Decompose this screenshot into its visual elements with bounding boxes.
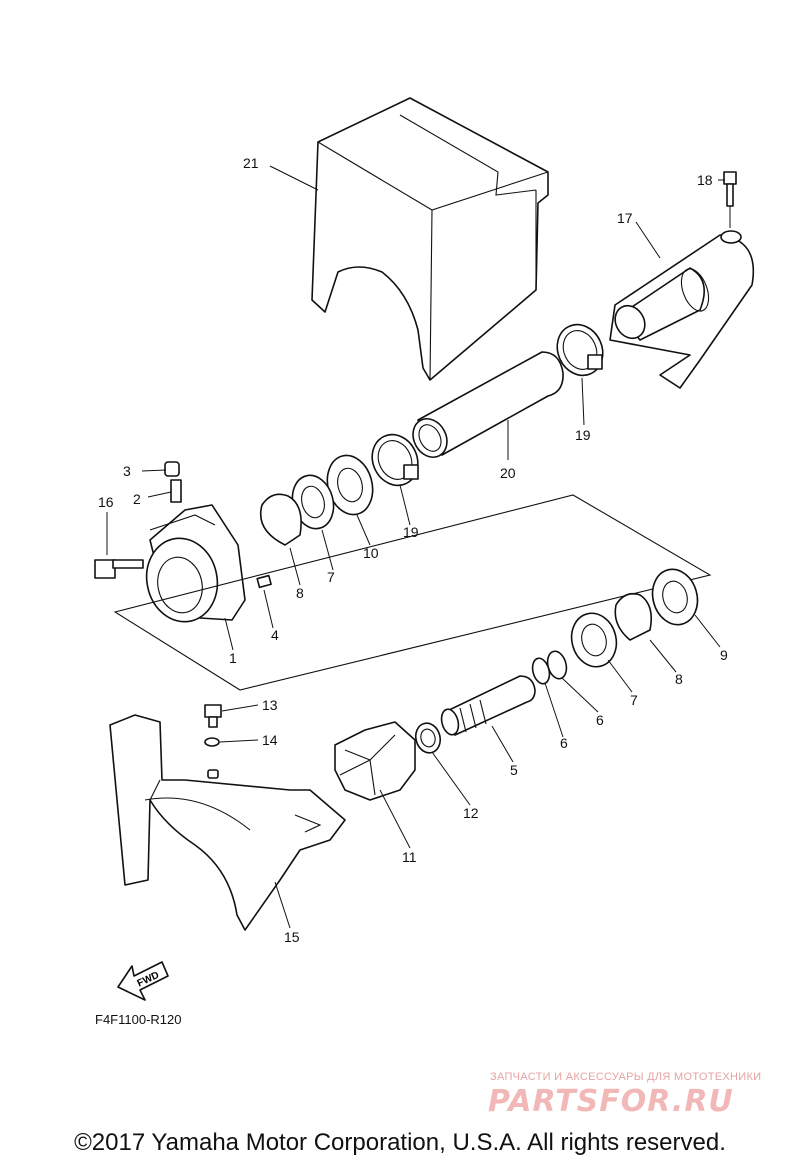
callout-18: 18 <box>697 172 713 188</box>
callout-13: 13 <box>262 697 278 713</box>
part-guard-15 <box>109 714 346 931</box>
callout-10: 10 <box>363 545 379 561</box>
callout-17: 17 <box>617 210 633 226</box>
callout-5: 5 <box>510 762 518 778</box>
part-washer-14 <box>204 737 220 747</box>
watermark-logo: PARTSFOR.RU <box>488 1084 734 1119</box>
part-cap-3 <box>164 461 180 477</box>
callout-3: 3 <box>123 463 131 479</box>
part-clamp-19-lower <box>371 433 419 487</box>
callout-20: 20 <box>500 465 516 481</box>
part-bolt-13 <box>204 704 222 728</box>
callout-19-lower: 19 <box>403 524 419 540</box>
callout-12: 12 <box>463 805 479 821</box>
part-hose-20 <box>412 351 564 458</box>
callout-4: 4 <box>271 627 279 643</box>
callout-14: 14 <box>262 732 278 748</box>
part-cover-21 <box>311 97 549 381</box>
callout-labels: 21 18 17 19 20 3 2 16 19 10 7 8 4 1 9 8 … <box>98 155 728 945</box>
part-nipple-2 <box>170 479 182 503</box>
callout-6-a: 6 <box>596 712 604 728</box>
callout-11: 11 <box>402 849 417 865</box>
part-housing-1 <box>145 504 246 623</box>
fwd-arrow-icon: FWD <box>117 961 169 1001</box>
part-coupler-11 <box>334 721 416 801</box>
callout-7-lower: 7 <box>630 692 638 708</box>
watermark-tagline: ЗАПЧАСТИ И АКСЕССУАРЫ ДЛЯ МОТОТЕХНИКИ <box>490 1071 762 1083</box>
copyright-notice: ©2017 Yamaha Motor Corporation, U.S.A. A… <box>74 1129 726 1156</box>
callout-7-upper: 7 <box>327 569 335 585</box>
callout-19-upper: 19 <box>575 427 591 443</box>
part-bearing-9 <box>651 568 699 626</box>
callout-9: 9 <box>720 647 728 663</box>
callout-6-b: 6 <box>560 735 568 751</box>
diagram-code: F4F1100-R120 <box>95 1012 182 1027</box>
part-shaft-5 <box>440 675 536 736</box>
part-oring-6-b <box>531 657 551 685</box>
shaft-group-outline <box>113 494 712 691</box>
part-clamp-19-upper <box>556 323 604 377</box>
callout-15: 15 <box>284 929 300 945</box>
part-bolt-18 <box>723 171 737 207</box>
callout-21: 21 <box>243 155 259 171</box>
callout-8-lower: 8 <box>675 671 683 687</box>
callout-2: 2 <box>133 491 141 507</box>
callout-1: 1 <box>229 650 237 666</box>
callout-16: 16 <box>98 494 114 510</box>
part-bearing-7-lower <box>570 612 618 668</box>
part-bolt-16 <box>94 559 144 579</box>
callout-8-upper: 8 <box>296 585 304 601</box>
part-duct-17 <box>609 230 754 389</box>
part-circlip-8-upper <box>260 493 302 546</box>
part-circlip-8-lower <box>614 592 653 641</box>
part-dowel-4 <box>256 574 272 589</box>
leader-lines <box>106 165 731 929</box>
part-ring-12 <box>414 722 442 754</box>
